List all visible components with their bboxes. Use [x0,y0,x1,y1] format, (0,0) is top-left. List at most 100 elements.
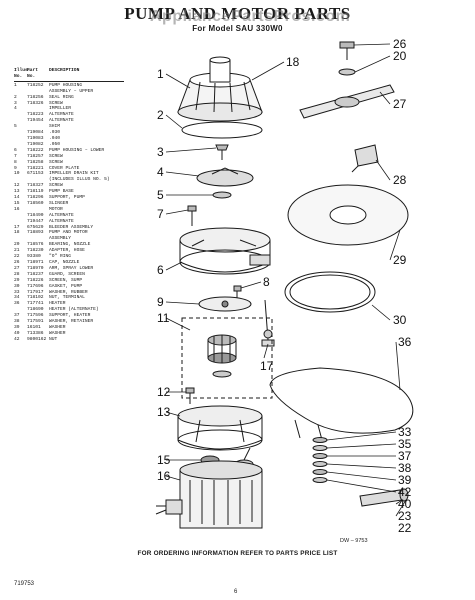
parts-description: PUMP HOUSING – LOWER [49,147,105,153]
parts-description: WASHER, RETAINER [49,319,94,325]
parts-description: .040 [49,135,61,141]
parts-description: CAP, NOZZLE [49,260,80,265]
parts-illus-no: 34 [14,295,20,301]
parts-part-no: 93380 [27,254,41,260]
parts-illus-no: 2 [14,94,17,100]
parts-list-header: Illus. No. Part No. DESCRIPTION [14,68,124,80]
parts-description: SCREW [49,183,63,189]
parts-list-row: 10 671153 IMPELLER DRAIN KIT [14,171,124,177]
parts-illus-no: 38 [14,319,20,325]
spray-arm-lower [299,84,395,119]
parts-illus-no: 4 [14,106,17,112]
callout-23: 23 [398,509,412,523]
parts-illus-no: 10 [14,171,20,177]
parts-list-row: 719082.050 [14,142,124,148]
parts-description: GASKET, PUMP [49,283,83,289]
parts-part-no: 718119 [27,189,44,195]
parts-part-no: 717741 [27,301,44,307]
callout-2: 2 [157,108,164,122]
parts-illus-no: 8 [14,159,17,165]
parts-description: NUT [49,336,58,342]
parts-illus-no: 14 [14,195,20,201]
parts-list-row: 718223 ALTERNATE [14,112,124,118]
parts-description: ALTERNATE [49,112,74,118]
callout-5: 5 [157,188,164,202]
callout-labels: 1234567891112131516171826202728293036333… [157,37,412,535]
callout-30: 30 [393,313,407,327]
callout-17: 17 [260,359,274,373]
parts-part-no: 671153 [27,171,44,177]
parts-description: HEATER (ALTERNATE) [49,307,99,313]
parts-part-no: 718230 [27,248,44,254]
parts-part-no: 718576 [27,242,44,248]
upper-pump-housing [177,56,263,122]
callout-39: 39 [398,473,412,487]
parts-description: ASSEMBLY [49,236,72,242]
parts-description: SCREW [49,100,63,106]
parts-part-no: 718221 [27,165,44,171]
parts-description: IMPELLER DRAIN KIT [49,171,99,177]
callout-11: 11 [157,311,170,325]
parts-part-no: 9800162 [27,336,47,342]
header-description: DESCRIPTION [49,68,80,73]
callout-7: 7 [157,207,164,221]
parts-part-no: 718256 [27,94,44,100]
parts-description: ALTERNATE [49,212,74,218]
parts-list-row: 38 717591 WASHER, RETAINER [14,319,124,325]
callout-16: 16 [157,469,171,483]
parts-part-no: 717696 [27,283,44,289]
parts-illus-no: 42 [14,336,20,342]
parts-illus-no: 37 [14,313,20,319]
drawing-code: DW – 9753 [340,538,368,544]
parts-description: ALTERNATE [49,118,74,124]
parts-list-row: ASSEMBLY – UPPER [14,89,124,95]
parts-description: SUPPORT, PUMP [49,195,85,201]
header-divider [14,80,124,82]
parts-description: WASHER, RUBBER [49,289,88,295]
parts-description: WASHER [49,330,66,336]
callout-12: 12 [157,385,171,399]
parts-description: BLEEDER ASSEMBLY [49,224,94,230]
callout-20: 20 [393,49,407,63]
parts-illus-no: 26 [14,260,20,265]
impeller [196,167,254,187]
screw-12 [185,387,195,404]
parts-part-no: 718326 [27,100,44,106]
parts-description: ASSEMBLY – UPPER [49,88,94,94]
parts-part-no: 718296 [27,195,44,201]
heater-washers [312,437,328,483]
lower-pump-housing [179,227,271,275]
parts-illus-no: 29 [14,277,20,283]
parts-part-no: 718223 [27,112,44,118]
parts-description: ADAPTER, HOSE [49,248,85,254]
callout-37: 37 [398,449,412,463]
parts-part-no: 719083 [27,135,44,141]
parts-description: COVER PLATE [49,165,80,171]
parts-part-no: 713386 [27,330,44,336]
parts-part-no: 718970 [27,265,44,271]
parts-description: SHIM [49,124,61,130]
parts-part-no: 718252 [27,82,44,88]
sump-screen [287,184,409,246]
parts-description: SCREEN, SUMP [49,277,83,283]
page-number: 6 [234,589,238,595]
callout-26: 26 [393,37,407,51]
parts-part-no: 718237 [27,271,44,277]
parts-illus-no: 27 [14,265,20,271]
parts-part-no: 717591 [27,319,44,325]
